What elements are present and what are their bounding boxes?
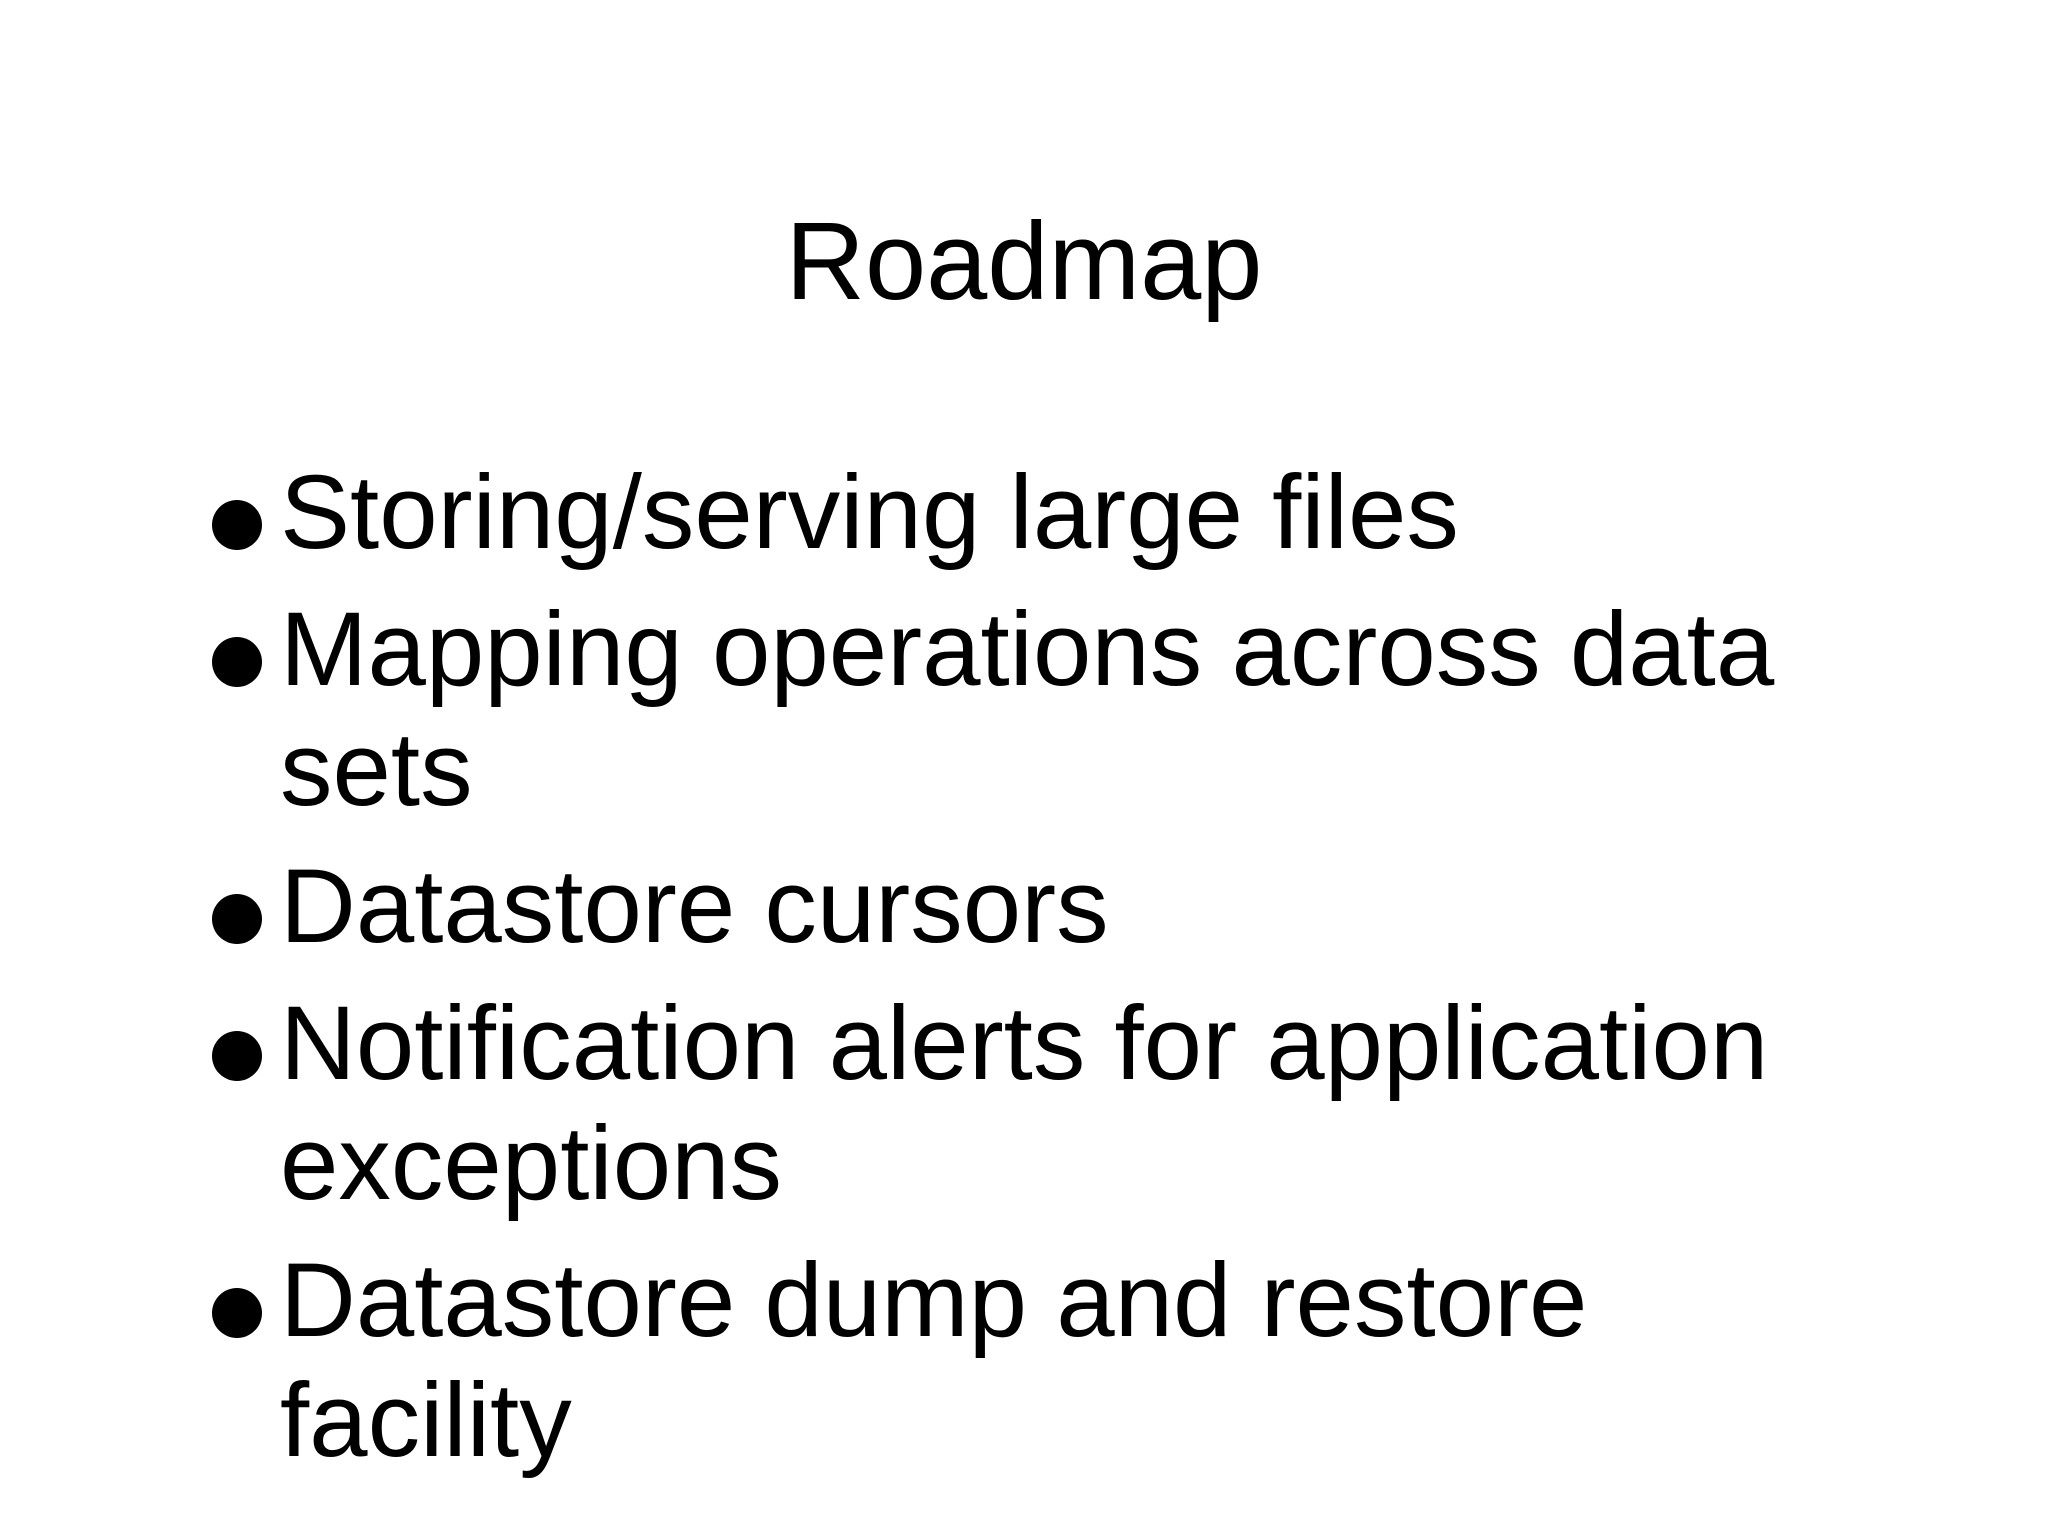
- bullet-icon: [212, 637, 262, 687]
- bullet-text: Storing/serving large files: [280, 454, 1459, 571]
- bullet-icon: [212, 1288, 262, 1338]
- bullet-icon: [212, 1031, 262, 1081]
- bullet-icon: [212, 500, 262, 550]
- bullet-list: Storing/serving large files Mapping oper…: [212, 453, 1840, 1481]
- bullet-text: Datastore cursors: [280, 848, 1109, 965]
- list-item: Storing/serving large files: [212, 453, 1840, 573]
- bullet-icon: [212, 894, 262, 944]
- list-item: Mapping operations across data sets: [212, 590, 1840, 830]
- list-item: Datastore cursors: [212, 847, 1840, 967]
- bullet-text: Mapping operations across data sets: [280, 591, 1775, 828]
- list-item: Notification alerts for application exce…: [212, 984, 1840, 1224]
- slide-title: Roadmap: [785, 200, 1263, 323]
- list-item: Datastore dump and restore facility: [212, 1241, 1840, 1481]
- bullet-text: Notification alerts for application exce…: [280, 985, 1769, 1222]
- bullet-text: Datastore dump and restore facility: [280, 1242, 1588, 1479]
